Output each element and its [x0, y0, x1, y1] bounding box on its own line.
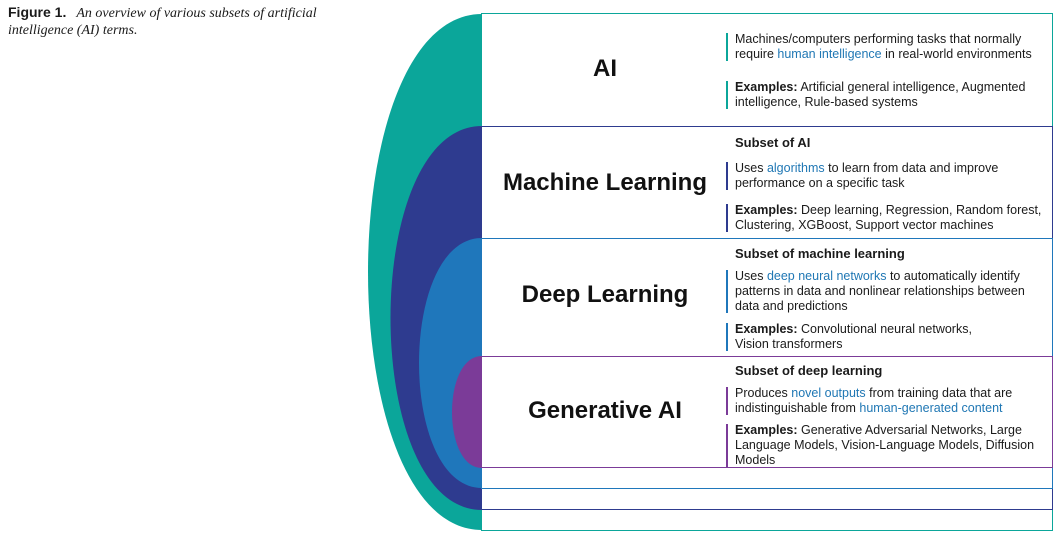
figure-caption-text: An overview of various subsets of artifi…	[8, 6, 317, 38]
title-dl: Deep Learning	[521, 281, 689, 308]
title-gen: Generative AI	[528, 397, 682, 424]
examples-ml: Examples: Deep learning, Regression, Ran…	[726, 203, 1053, 233]
desc-gen: Produces novel outputs from training dat…	[726, 386, 1035, 416]
highlight-algorithms: algorithms	[766, 161, 825, 175]
highlight-deep-neural-networks: deep neural networks	[766, 269, 887, 283]
highlight-human-intelligence: human intelligence	[777, 47, 882, 61]
subset-gen: Subset of deep learning	[735, 363, 883, 378]
subset-ml: Subset of AI	[735, 135, 811, 150]
desc-dl: Uses deep neural networks to automatical…	[726, 269, 1040, 314]
examples-ai: Examples: Artificial general intelligenc…	[726, 80, 1050, 110]
title-ml: Machine Learning	[502, 169, 708, 196]
figure-caption: Figure 1.An overview of various subsets …	[8, 4, 348, 39]
subset-dl: Subset of machine learning	[735, 246, 905, 261]
highlight-novel-outputs: novel outputs	[791, 386, 866, 400]
highlight-human-generated-content: human-generated content	[859, 401, 1003, 415]
figure-label: Figure 1.	[8, 4, 67, 20]
arc-gen	[452, 356, 482, 468]
examples-dl: Examples: Convolutional neural networks,…	[726, 322, 995, 352]
desc-ml: Uses algorithms to learn from data and i…	[726, 161, 1035, 191]
examples-gen: Examples: Generative Adversarial Network…	[726, 423, 1050, 468]
title-ai: AI	[593, 55, 617, 82]
desc-ai: Machines/computers performing tasks that…	[726, 32, 1050, 62]
box-gen	[481, 356, 1053, 468]
